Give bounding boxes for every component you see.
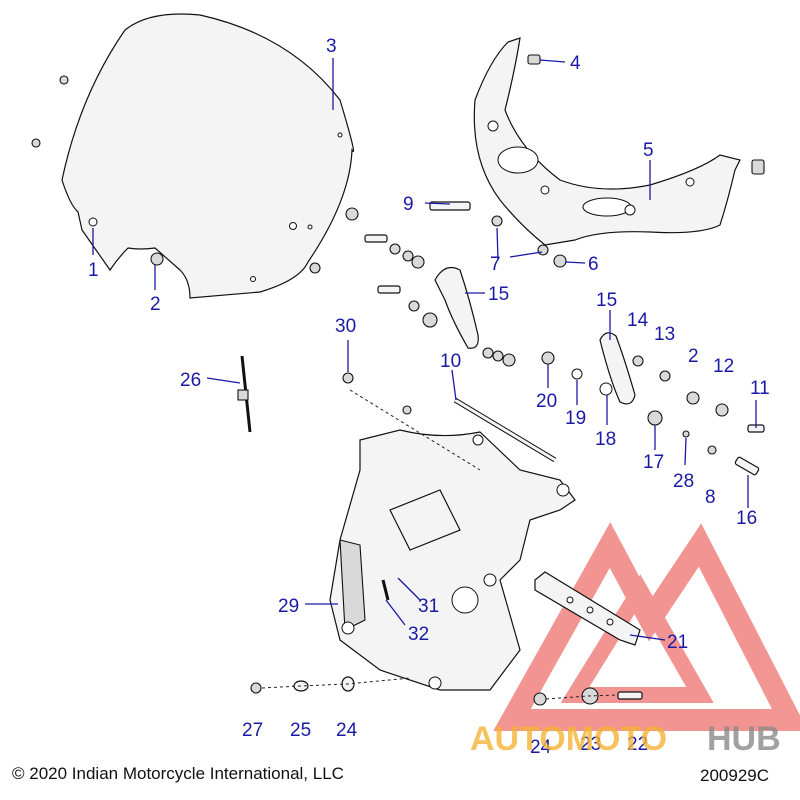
- callout-27: 27: [242, 720, 263, 741]
- callout-2b: 2: [688, 346, 699, 367]
- callout-labels: 1 2 3 4 5 6 7 9 15 15 14 13 2 12 11 30 1…: [88, 36, 770, 758]
- callout-14: 14: [627, 310, 649, 331]
- watermark-logo: [493, 522, 800, 731]
- hardware-bottom: [250, 389, 643, 706]
- callout-16: 16: [736, 508, 757, 529]
- callout-26: 26: [180, 370, 201, 391]
- callout-13: 13: [654, 324, 675, 345]
- callout-9: 9: [403, 194, 414, 215]
- callout-25: 25: [290, 720, 311, 741]
- watermark-word-b: HUB: [707, 720, 781, 758]
- mounting-frame: [329, 372, 576, 691]
- callout-12: 12: [713, 356, 734, 377]
- callout-3: 3: [326, 36, 337, 57]
- callout-5: 5: [643, 140, 654, 161]
- leader-lines: [92, 58, 757, 641]
- callout-20: 20: [536, 391, 557, 412]
- diagram-code: 200929C: [700, 766, 769, 785]
- watermark-word-a: AUTOMOTO: [470, 720, 667, 758]
- callout-1: 1: [88, 260, 99, 281]
- screws-small: [31, 75, 359, 274]
- callout-10: 10: [440, 351, 461, 372]
- callout-7: 7: [490, 254, 501, 275]
- callout-30: 30: [335, 316, 356, 337]
- cable-tie: [237, 355, 252, 433]
- callout-24b: 24: [530, 737, 552, 758]
- callout-15a: 15: [488, 284, 509, 305]
- callout-29: 29: [278, 596, 299, 617]
- callout-6: 6: [588, 254, 599, 275]
- callout-32: 32: [408, 624, 429, 645]
- callout-4: 4: [570, 53, 581, 74]
- callout-2a: 2: [150, 294, 161, 315]
- watermark-text: AUTOMOTO HUB: [470, 720, 781, 758]
- hardware-column: [364, 201, 567, 463]
- callout-15b: 15: [596, 290, 617, 311]
- windshield: [61, 13, 355, 299]
- hardware-right: [541, 332, 765, 476]
- callout-28: 28: [673, 471, 694, 492]
- callout-24a: 24: [336, 720, 358, 741]
- callout-22: 22: [627, 734, 648, 755]
- callout-31: 31: [418, 596, 439, 617]
- callout-11: 11: [750, 378, 770, 399]
- callout-23: 23: [580, 734, 601, 755]
- strap-plate: [534, 571, 641, 646]
- callout-18: 18: [595, 429, 616, 450]
- callout-17: 17: [643, 452, 664, 473]
- callout-19: 19: [565, 408, 586, 429]
- callout-8: 8: [705, 487, 716, 508]
- windshield-bracket: [473, 37, 765, 246]
- callout-21: 21: [667, 632, 688, 653]
- copyright-text: © 2020 Indian Motorcycle International, …: [12, 764, 344, 783]
